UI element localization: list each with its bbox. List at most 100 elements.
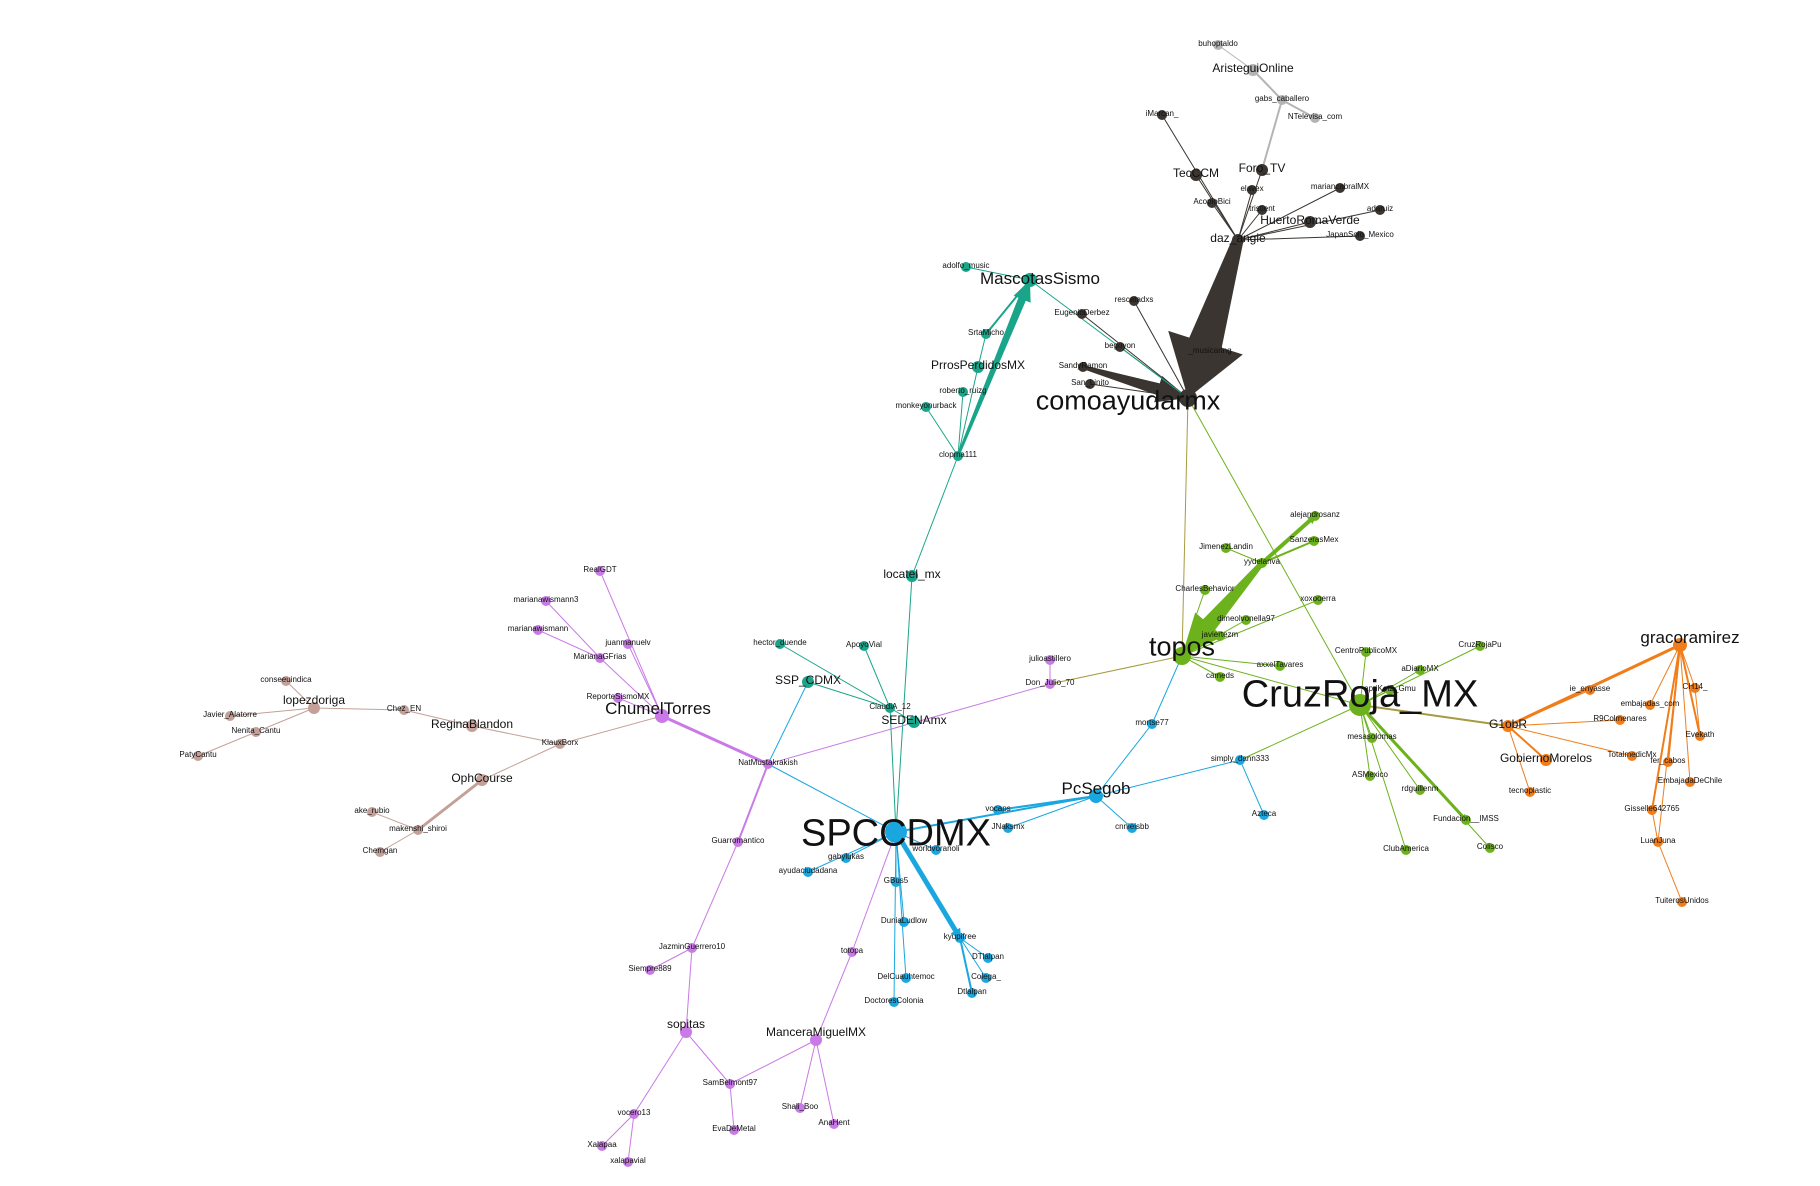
node-ClaudiA12[interactable] (885, 703, 895, 713)
node-yydelanva[interactable] (1257, 558, 1267, 568)
node-PrrosPerdidosMX[interactable] (972, 361, 984, 373)
node-SPCCDMX[interactable] (885, 821, 907, 843)
node-Siempre889[interactable] (645, 965, 655, 975)
node-sopitas[interactable] (680, 1026, 692, 1038)
node-SanzerasMex[interactable] (1309, 536, 1319, 546)
node-EugenioDerbez[interactable] (1077, 309, 1087, 319)
node-NTelevisa_com[interactable] (1310, 113, 1320, 123)
node-ClubAmerica[interactable] (1401, 845, 1411, 855)
node-makenshi_shiroi[interactable] (413, 825, 423, 835)
node-NatMustakrakish[interactable] (763, 759, 773, 769)
node-MarianaGFrias[interactable] (595, 653, 605, 663)
node-GobiernoMorelos[interactable] (1540, 754, 1552, 766)
node-Gisselle642765[interactable] (1647, 805, 1657, 815)
node-ayudaciudadana[interactable] (803, 867, 813, 877)
node-kyupifree[interactable] (955, 933, 965, 943)
node-hectorduende[interactable] (775, 639, 785, 649)
node-CruzRoja_MX[interactable] (1349, 694, 1371, 716)
node-JazminGuerrero10[interactable] (687, 943, 697, 953)
node-Colisco[interactable] (1485, 843, 1495, 853)
node-adaruiz[interactable] (1375, 205, 1385, 215)
node-dimeolvonella97[interactable] (1241, 615, 1251, 625)
node-totopa[interactable] (847, 947, 857, 957)
node-TotalmedicMx[interactable] (1627, 751, 1637, 761)
node-JimenezLandin[interactable] (1221, 543, 1231, 553)
node-gracoramirez[interactable] (1673, 638, 1687, 652)
node-vocaps[interactable] (993, 805, 1003, 815)
node-Don_Julio_70[interactable] (1045, 679, 1055, 689)
node-JapanSoloMexico[interactable] (1355, 231, 1365, 241)
node-marianawismann[interactable] (533, 625, 543, 635)
node-CH14_[interactable] (1690, 683, 1700, 693)
node-SSP_CDMX[interactable] (802, 676, 814, 688)
node-alejandrosanz[interactable] (1310, 511, 1320, 521)
node-SEDENAmx[interactable] (908, 716, 920, 728)
node-Javier_Alatorre[interactable] (225, 711, 235, 721)
node-KlauxBorx[interactable] (555, 739, 565, 749)
node-cnnielsbb[interactable] (1127, 823, 1137, 833)
node-tecnoplastic[interactable] (1525, 787, 1535, 797)
node-xoxooerra[interactable] (1313, 595, 1323, 605)
node-ApoyoVial[interactable] (859, 641, 869, 651)
node-aDiarioMX[interactable] (1415, 665, 1425, 675)
node-locatel_mx[interactable] (906, 570, 918, 582)
node-CruzRojaPu[interactable] (1475, 641, 1485, 651)
node-ReporteSismoMX[interactable] (613, 693, 623, 703)
node-axxelTavares[interactable] (1275, 661, 1285, 671)
node-embajadas_com[interactable] (1645, 700, 1655, 710)
node-begoyon[interactable] (1115, 342, 1125, 352)
node-fer_cabos[interactable] (1663, 757, 1673, 767)
node-ReginaBlandon[interactable] (466, 720, 478, 732)
node-conseeuindica[interactable] (281, 676, 291, 686)
node-juanmanuelv[interactable] (623, 639, 633, 649)
node-musicaring[interactable] (1205, 347, 1215, 357)
node-AcopioBici[interactable] (1207, 198, 1217, 208)
node-topos[interactable] (1173, 647, 1191, 665)
node-elavex[interactable] (1247, 185, 1257, 195)
node-vocero13[interactable] (629, 1109, 639, 1119)
node-SanLinito[interactable] (1085, 379, 1095, 389)
node-CentroPublicoMX[interactable] (1361, 647, 1371, 657)
node-cameds[interactable] (1215, 672, 1225, 682)
node-Evekath[interactable] (1695, 731, 1705, 741)
node-marianawismann3[interactable] (541, 596, 551, 606)
node-DTlalpan[interactable] (983, 953, 993, 963)
node-R9Colmenares[interactable] (1615, 715, 1625, 725)
node-SamBelmont97[interactable] (725, 1079, 735, 1089)
node-xalapavial[interactable] (623, 1157, 633, 1167)
node-aprikot2Gmu[interactable] (1385, 685, 1395, 695)
node-Azteca[interactable] (1259, 810, 1269, 820)
node-ASMexico[interactable] (1365, 771, 1375, 781)
node-gabs_caballero[interactable] (1277, 95, 1287, 105)
node-worldvoranoli[interactable] (931, 845, 941, 855)
node-MascotasSismo[interactable] (1023, 273, 1037, 287)
node-AristeguiOnline[interactable] (1247, 64, 1259, 76)
node-Nenita_Cantu[interactable] (251, 727, 261, 737)
node-HuertoRomaVerde[interactable] (1304, 216, 1316, 228)
node-adolfomusic[interactable] (961, 262, 971, 272)
node-Fundacion_IMSS[interactable] (1461, 815, 1471, 825)
node-ForoTV[interactable] (1256, 164, 1268, 176)
node-Shali_Boo[interactable] (795, 1103, 805, 1113)
node-ChumelTorres[interactable] (655, 709, 669, 723)
node-iMarcan[interactable] (1157, 110, 1167, 120)
node-Guarromantico[interactable] (733, 837, 743, 847)
node-Dtlalpan[interactable] (967, 988, 977, 998)
node-Xalapaa[interactable] (597, 1141, 607, 1151)
node-RealGDT[interactable] (595, 566, 605, 576)
node-mariancabralMX[interactable] (1335, 183, 1345, 193)
node-Chemgan[interactable] (375, 847, 385, 857)
node-julioastillero[interactable] (1045, 655, 1055, 665)
node-rescatadxs[interactable] (1129, 296, 1139, 306)
node-ake_rubio[interactable] (367, 807, 377, 817)
node-EmbajadaDeChile[interactable] (1685, 777, 1695, 787)
node-tristient[interactable] (1257, 205, 1267, 215)
node-SandyRamon[interactable] (1078, 362, 1088, 372)
node-lopezdoriga[interactable] (308, 702, 320, 714)
node-LuanJuna[interactable] (1653, 837, 1663, 847)
node-clopma111[interactable] (953, 451, 963, 461)
node-simplydann333[interactable] (1235, 755, 1245, 765)
node-monkeyonurback[interactable] (921, 402, 931, 412)
node-SrtaMicho[interactable] (981, 329, 991, 339)
node-javiertezm[interactable] (1215, 631, 1225, 641)
